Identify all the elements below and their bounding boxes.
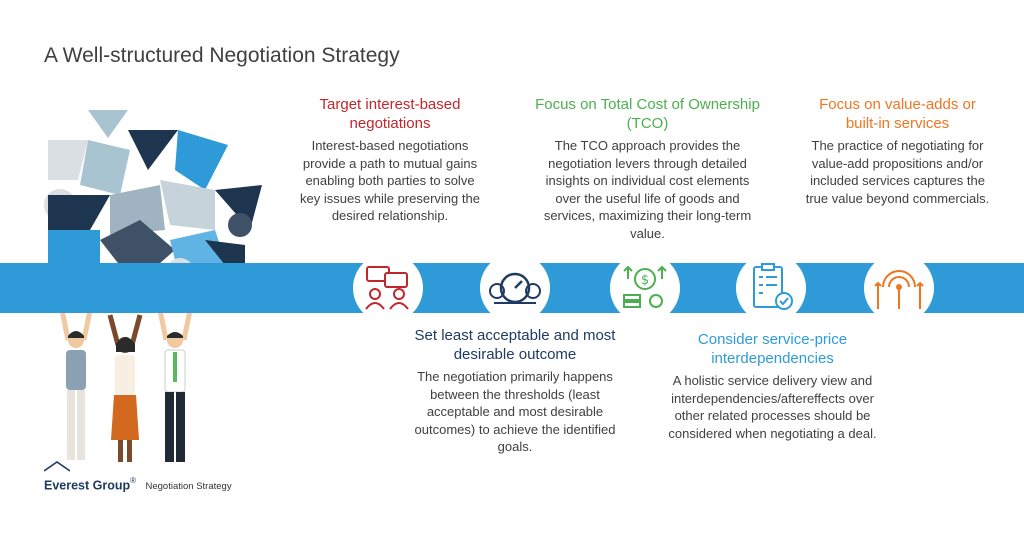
item-value-adds: Focus on value-adds or built-in services… (805, 95, 990, 207)
item-text: A holistic service delivery view and int… (668, 373, 877, 441)
svg-text:$: $ (641, 273, 649, 288)
brand-name: Everest Group (44, 478, 131, 493)
item-heading: Focus on value-adds or built-in services (819, 96, 976, 132)
item-service-price: Consider service-price interdependencies… (665, 330, 880, 442)
item-text: The negotiation primarily happens betwee… (414, 369, 616, 454)
item-tco: Focus on Total Cost of Ownership (TCO) T… (535, 95, 760, 242)
item-text: Interest-based negotiations provide a pa… (300, 138, 480, 223)
brand-footer: Everest Group® Negotiation Strategy (44, 461, 232, 494)
item-target-interest: Target interest-based negotiations Inter… (295, 95, 485, 225)
item-heading: Set least acceptable and most desirable … (414, 327, 616, 363)
page-title: A Well-structured Negotiation Strategy (44, 44, 400, 67)
gauges-icon (482, 255, 548, 321)
target-arrows-icon (866, 255, 932, 321)
checklist-icon (738, 255, 804, 321)
everest-logo-icon (44, 461, 70, 472)
item-text: The TCO approach provides the negotiatio… (543, 138, 752, 241)
item-heading: Target interest-based negotiations (319, 96, 461, 132)
item-heading: Focus on Total Cost of Ownership (TCO) (535, 96, 760, 132)
chat-people-icon (355, 255, 421, 321)
money-growth-icon: $ (612, 255, 678, 321)
people-illustration (59, 309, 193, 462)
brand-reg: ® (130, 476, 137, 485)
item-heading: Consider service-price interdependencies (697, 331, 848, 367)
item-text: The practice of negotiating for value-ad… (805, 138, 990, 206)
brand-subtitle: Negotiation Strategy (145, 481, 232, 493)
item-outcome-thresholds: Set least acceptable and most desirable … (410, 326, 620, 456)
